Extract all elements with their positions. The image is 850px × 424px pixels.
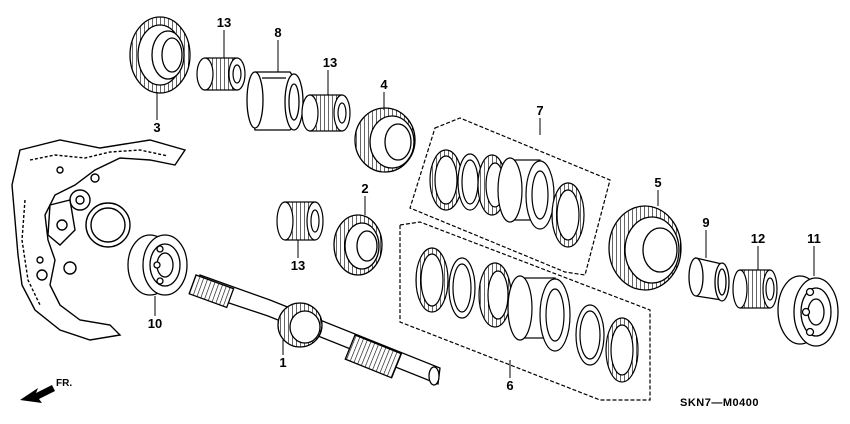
callout-6: 6	[506, 378, 513, 393]
ball-bearing-part-11	[777, 275, 839, 347]
gear-part-4	[354, 107, 416, 173]
forward-arrow-icon	[20, 385, 55, 403]
callout-13-middle: 13	[323, 55, 337, 70]
needle-bearing-part-13-middle	[301, 94, 351, 132]
gear-part-3	[129, 16, 191, 94]
gear-part-2	[333, 214, 383, 276]
synchro-assembly-part-6	[399, 221, 651, 401]
callout-5: 5	[654, 175, 661, 190]
callout-1: 1	[279, 355, 286, 370]
callout-13-top: 13	[217, 15, 231, 30]
ball-bearing-part-10	[127, 234, 188, 296]
callout-7: 7	[536, 103, 543, 118]
leader-lines	[154, 30, 815, 378]
needle-bearing-part-13-top	[196, 57, 246, 91]
diagram-code: SKN7—M0400	[680, 397, 759, 409]
callout-12: 12	[751, 231, 765, 246]
callout-8: 8	[274, 25, 281, 40]
transmission-case	[11, 139, 187, 341]
gear-part-5	[608, 205, 682, 291]
callout-11: 11	[807, 231, 821, 246]
sleeve-part-9	[688, 257, 730, 302]
callout-2: 2	[361, 181, 368, 196]
callout-10: 10	[148, 316, 162, 331]
direction-label: FR.	[56, 378, 72, 389]
synchro-assembly-part-7	[409, 117, 611, 276]
needle-bearing-part-12	[732, 269, 778, 309]
needle-bearing-part-13-lower	[276, 201, 324, 241]
callout-4: 4	[380, 77, 388, 92]
collar-part-8	[246, 71, 304, 131]
mainshaft-part-1	[188, 274, 441, 386]
callout-13-lower: 13	[291, 258, 305, 273]
callout-3: 3	[153, 120, 160, 135]
callout-9: 9	[702, 215, 709, 230]
